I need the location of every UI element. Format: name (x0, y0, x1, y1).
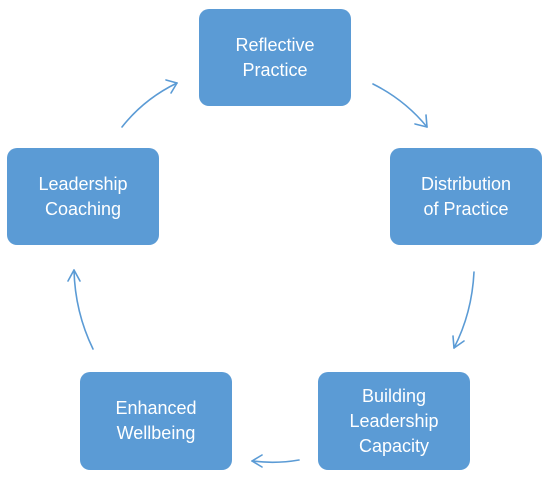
node-label: Leadership Coaching (38, 173, 128, 219)
arrow-coaching-to-reflective (121, 79, 178, 128)
arrowhead (251, 454, 263, 468)
arrowhead (67, 269, 81, 282)
arrow-shaft (121, 82, 178, 128)
node-building-leadership-capacity: Building Leadership Capacity (318, 372, 470, 470)
arrow-shaft (372, 83, 428, 128)
node-reflective-practice: Reflective Practice (199, 9, 351, 106)
arrow-distribution-to-building (452, 271, 475, 349)
node-label: Enhanced Wellbeing (115, 398, 197, 443)
arrowhead (414, 114, 428, 128)
arrow-wellbeing-to-coaching (67, 269, 94, 350)
arrowhead (452, 335, 465, 349)
node-label: Building Leadership Capacity (349, 385, 439, 456)
node-distribution-of-practice: Distribution of Practice (390, 148, 542, 245)
arrowhead (165, 79, 178, 94)
arrow-building-to-wellbeing (251, 454, 300, 468)
node-leadership-coaching: Leadership Coaching (7, 148, 159, 245)
node-label: Reflective Practice (235, 34, 315, 80)
node-label: Distribution of Practice (420, 173, 512, 219)
arrow-shaft (251, 459, 300, 464)
node-enhanced-wellbeing: Enhanced Wellbeing (80, 372, 232, 470)
arrow-shaft (73, 269, 94, 350)
arrow-reflective-to-distribution (372, 83, 428, 128)
arrow-shaft (453, 271, 475, 349)
